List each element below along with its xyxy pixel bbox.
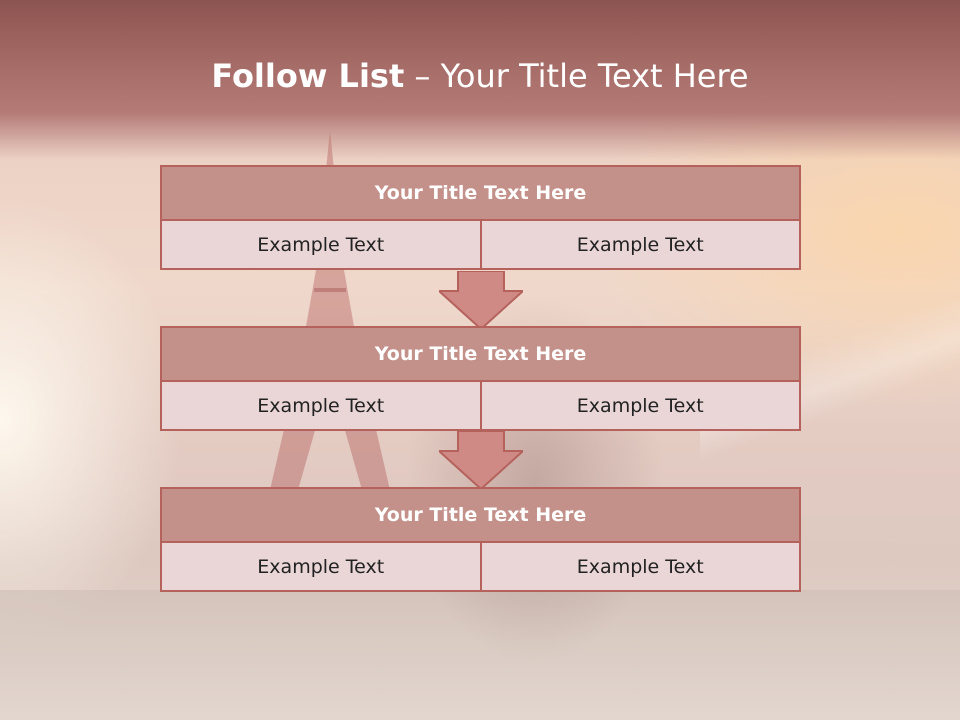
background-road	[0, 590, 960, 720]
background-person	[370, 250, 700, 720]
slide-title-bold: Follow List	[211, 57, 405, 95]
step-cell-left: Example Text	[160, 221, 481, 270]
step-cell-right: Example Text	[480, 221, 801, 270]
step-title: Your Title Text Here	[160, 165, 801, 221]
step-cell-right: Example Text	[480, 543, 801, 592]
step-title: Your Title Text Here	[160, 326, 801, 382]
step-cell-left: Example Text	[160, 543, 481, 592]
step-row: Example Text Example Text	[160, 221, 801, 270]
step-cell-left: Example Text	[160, 382, 481, 431]
slide-title-rest: – Your Title Text Here	[404, 57, 749, 95]
step-box-2: Your Title Text Here Example Text Exampl…	[160, 326, 801, 431]
title-bar	[0, 0, 960, 160]
step-box-1: Your Title Text Here Example Text Exampl…	[160, 165, 801, 270]
down-arrow-icon	[439, 271, 523, 329]
down-arrow-icon	[439, 431, 523, 489]
step-row: Example Text Example Text	[160, 382, 801, 431]
step-row: Example Text Example Text	[160, 543, 801, 592]
step-box-3: Your Title Text Here Example Text Exampl…	[160, 487, 801, 592]
step-title: Your Title Text Here	[160, 487, 801, 543]
slide-title: Follow List – Your Title Text Here	[0, 52, 960, 100]
step-cell-right: Example Text	[480, 382, 801, 431]
